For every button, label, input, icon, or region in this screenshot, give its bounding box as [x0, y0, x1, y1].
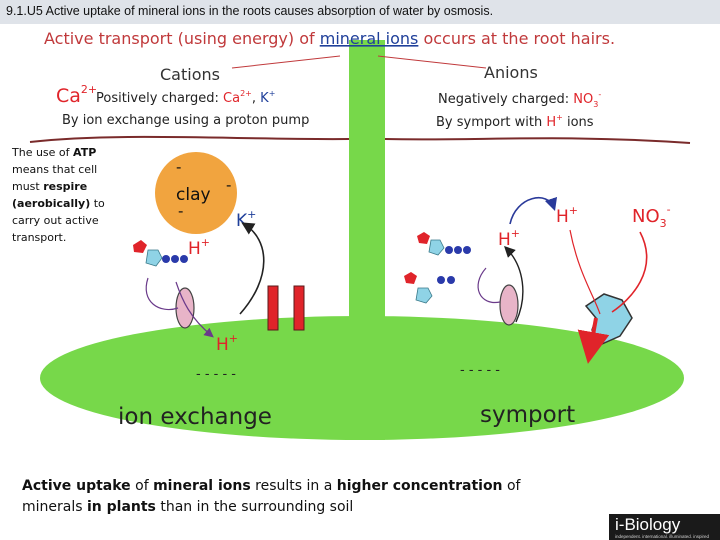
page-title: 9.1.U5 Active uptake of mineral ions in … — [6, 4, 494, 18]
clay-charge-bottom: - — [178, 202, 183, 220]
channel-right-bar — [293, 285, 305, 331]
ion-release-arrow — [577, 317, 610, 364]
h-ion-label-soil-right: H+ — [498, 227, 520, 250]
ion-exchange-label: ion exchange — [118, 404, 272, 430]
anions-charge: Negatively charged: NO3- — [438, 90, 601, 109]
h-ion-label-cell-left: H+ — [216, 332, 238, 355]
no3-uptake-arrow — [611, 231, 648, 313]
membrane-charges-left: - - - - - — [196, 367, 236, 382]
clay-charge-top: - — [176, 158, 181, 176]
atp-arrow-right — [477, 267, 501, 304]
atp-molecule-right-bottom — [404, 272, 455, 304]
bottom-note: Active uptake of mineral ions results in… — [22, 478, 521, 515]
pump-arrow-right — [504, 246, 524, 323]
h-ion-label-soil-left: H+ — [188, 236, 210, 259]
anions-title: Anions — [484, 63, 538, 82]
title-bar: 9.1.U5 Active uptake of mineral ions in … — [0, 0, 720, 24]
cations-method: By ion exchange using a proton pump — [62, 113, 309, 128]
atp-arrow-left — [145, 277, 179, 310]
cations-title: Cations — [160, 65, 220, 84]
clay-particle — [155, 152, 237, 234]
symport-red-arrow — [569, 229, 601, 315]
clay-label: clay — [176, 185, 211, 205]
symport-label: symport — [480, 402, 575, 428]
heading-link: mineral ions — [320, 29, 419, 48]
logo-tagline: independent. international. illuminated.… — [615, 534, 710, 539]
exchange-arrow — [239, 222, 265, 315]
symport-h-arrow — [509, 196, 558, 225]
k-ion-label: K+ — [236, 208, 256, 231]
soil-line — [29, 135, 691, 144]
atp-molecule-right-top — [417, 232, 471, 256]
membrane-charges-right: - - - - - — [460, 363, 500, 378]
i-biology-logo: i-Biology independent. international. il… — [609, 514, 720, 540]
atp-molecule-left — [133, 240, 188, 267]
cations-charge: Positively charged: Ca2+, K+ — [96, 89, 275, 106]
callout-line-left — [231, 55, 341, 69]
diagram-heading: Active transport (using energy) of miner… — [44, 29, 615, 48]
pump-arrow-left — [175, 281, 214, 338]
anions-method: By symport with H+ ions — [436, 113, 594, 130]
logo-name: i-Biology — [615, 515, 681, 534]
proton-pump-right — [499, 284, 519, 326]
ca-symbol: Ca2+ — [56, 83, 97, 107]
atp-note: The use of ATP means that cell must resp… — [12, 146, 105, 244]
proton-pump-left — [175, 287, 195, 329]
no3-ion-label: NO3- — [632, 203, 671, 230]
clay-charge-right: - — [226, 176, 231, 194]
callout-line-right — [377, 55, 487, 69]
root-hair-stem — [349, 40, 385, 440]
h-ion-label-top-right: H+ — [556, 204, 578, 227]
channel-left-bar — [267, 285, 279, 331]
